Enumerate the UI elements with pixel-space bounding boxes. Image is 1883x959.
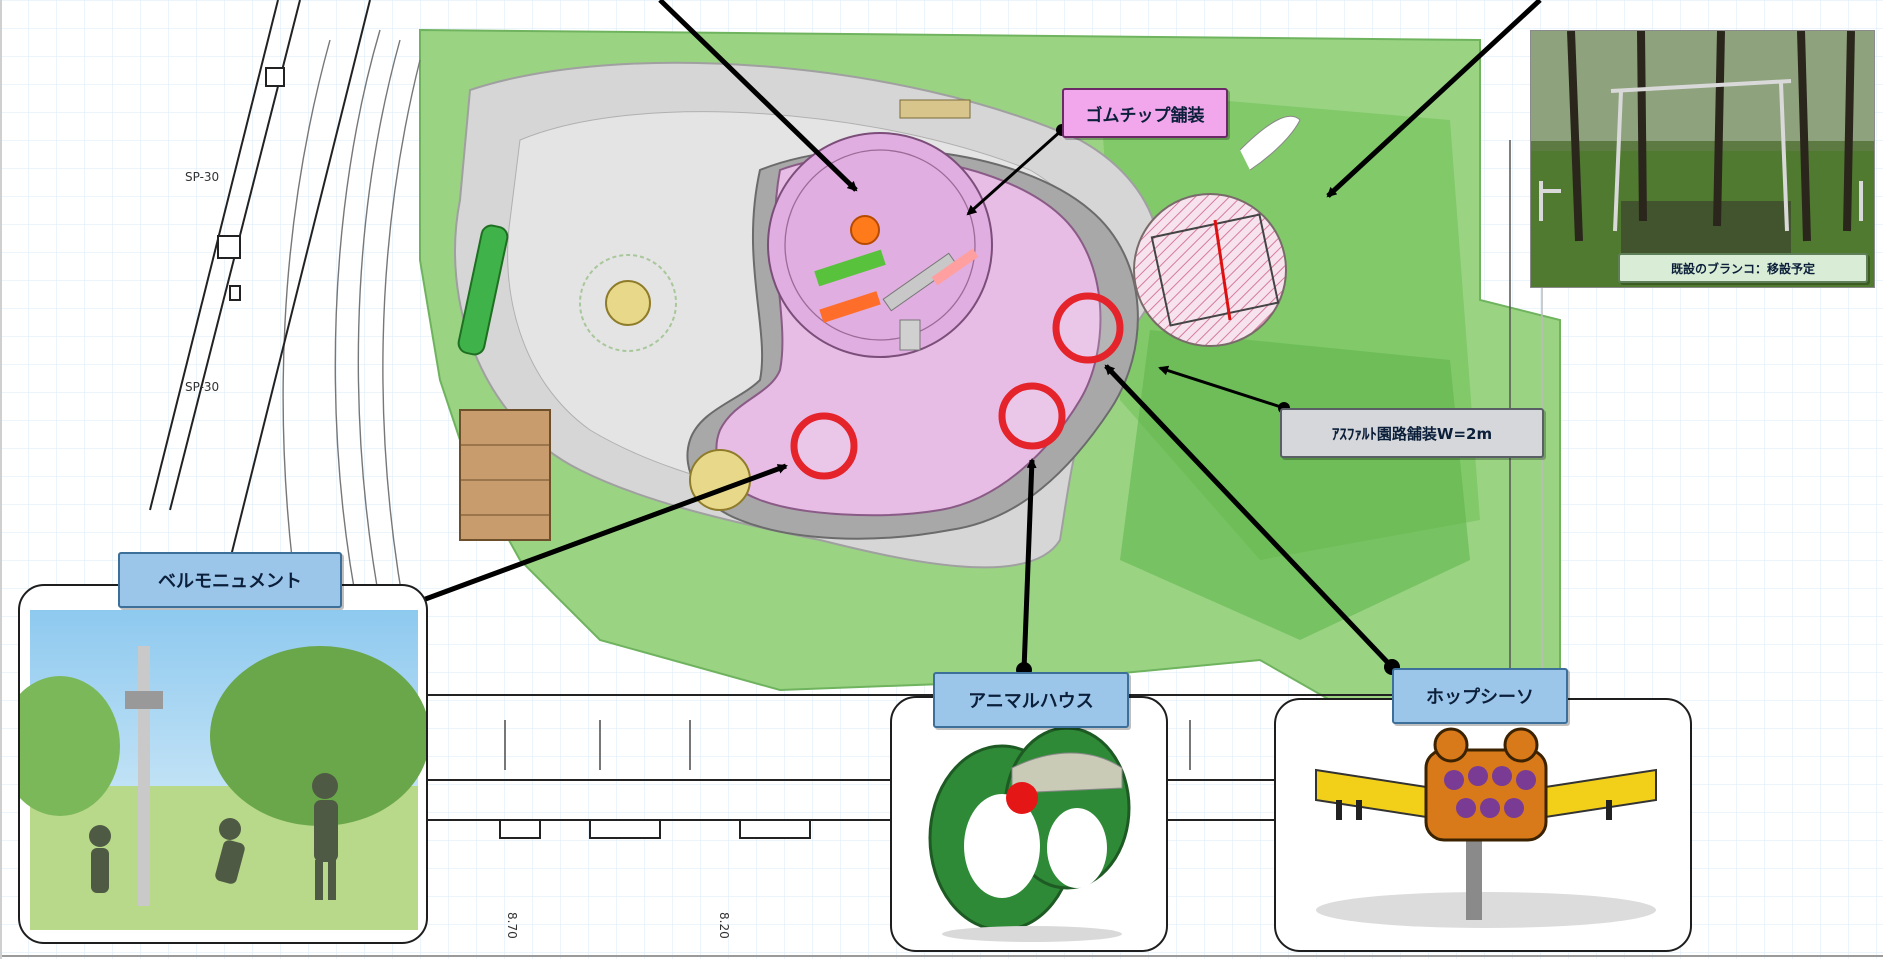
bell-monument-image xyxy=(20,610,426,930)
callout-rings xyxy=(790,292,1124,480)
hop-seesaw-marker-icon xyxy=(1052,292,1124,364)
arrow-icon xyxy=(658,0,858,192)
bell-monument-card xyxy=(18,584,428,944)
sp-mark-top: SP-30 xyxy=(185,170,219,184)
slope-lines xyxy=(282,29,421,641)
arrow-icon xyxy=(1158,365,1285,410)
swing-area xyxy=(1133,115,1301,347)
existing-swing-photo: 既設のブランコ：移設予定 xyxy=(1530,30,1875,288)
existing-swing-label: 既設のブランコ：移設予定 xyxy=(1618,253,1868,283)
bench-and-planters xyxy=(457,99,971,541)
animal-house-image xyxy=(928,726,1131,942)
arrow-icon xyxy=(411,463,788,607)
arrow-icon xyxy=(966,128,1063,216)
animal-house-label: アニマルハウス xyxy=(933,672,1129,728)
bottom-road xyxy=(420,694,1540,839)
leader-arrows xyxy=(411,0,1542,671)
animal-house-card xyxy=(890,696,1168,952)
asphalt-path-label: ｱｽﾌｧﾙﾄ園路舗装W=2m xyxy=(1280,408,1544,458)
rubber-chip-label: ゴムチップ舗装 xyxy=(1062,88,1228,138)
animal-house-marker-icon xyxy=(998,382,1066,450)
arrow-icon xyxy=(1104,364,1394,669)
arrow-icon xyxy=(1021,458,1037,671)
property-markers xyxy=(217,67,285,301)
existing-swing-image xyxy=(1531,31,1874,287)
frame-bottom xyxy=(0,955,1883,957)
hop-seesaw-card xyxy=(1274,698,1692,952)
bell-monument-marker-icon xyxy=(790,412,858,480)
frame-left xyxy=(0,0,2,959)
play-structure xyxy=(814,215,979,351)
bell-monument-label: ベルモニュメント xyxy=(118,552,342,608)
sp-mark-bottom: SP-30 xyxy=(185,380,219,394)
hop-seesaw-label: ホップシーソ xyxy=(1392,668,1568,724)
dimension-right: 8.20 xyxy=(717,912,731,939)
hop-seesaw-image xyxy=(1315,727,1657,928)
dimension-left: 8.70 xyxy=(505,912,519,939)
arrow-icon xyxy=(1326,0,1542,198)
